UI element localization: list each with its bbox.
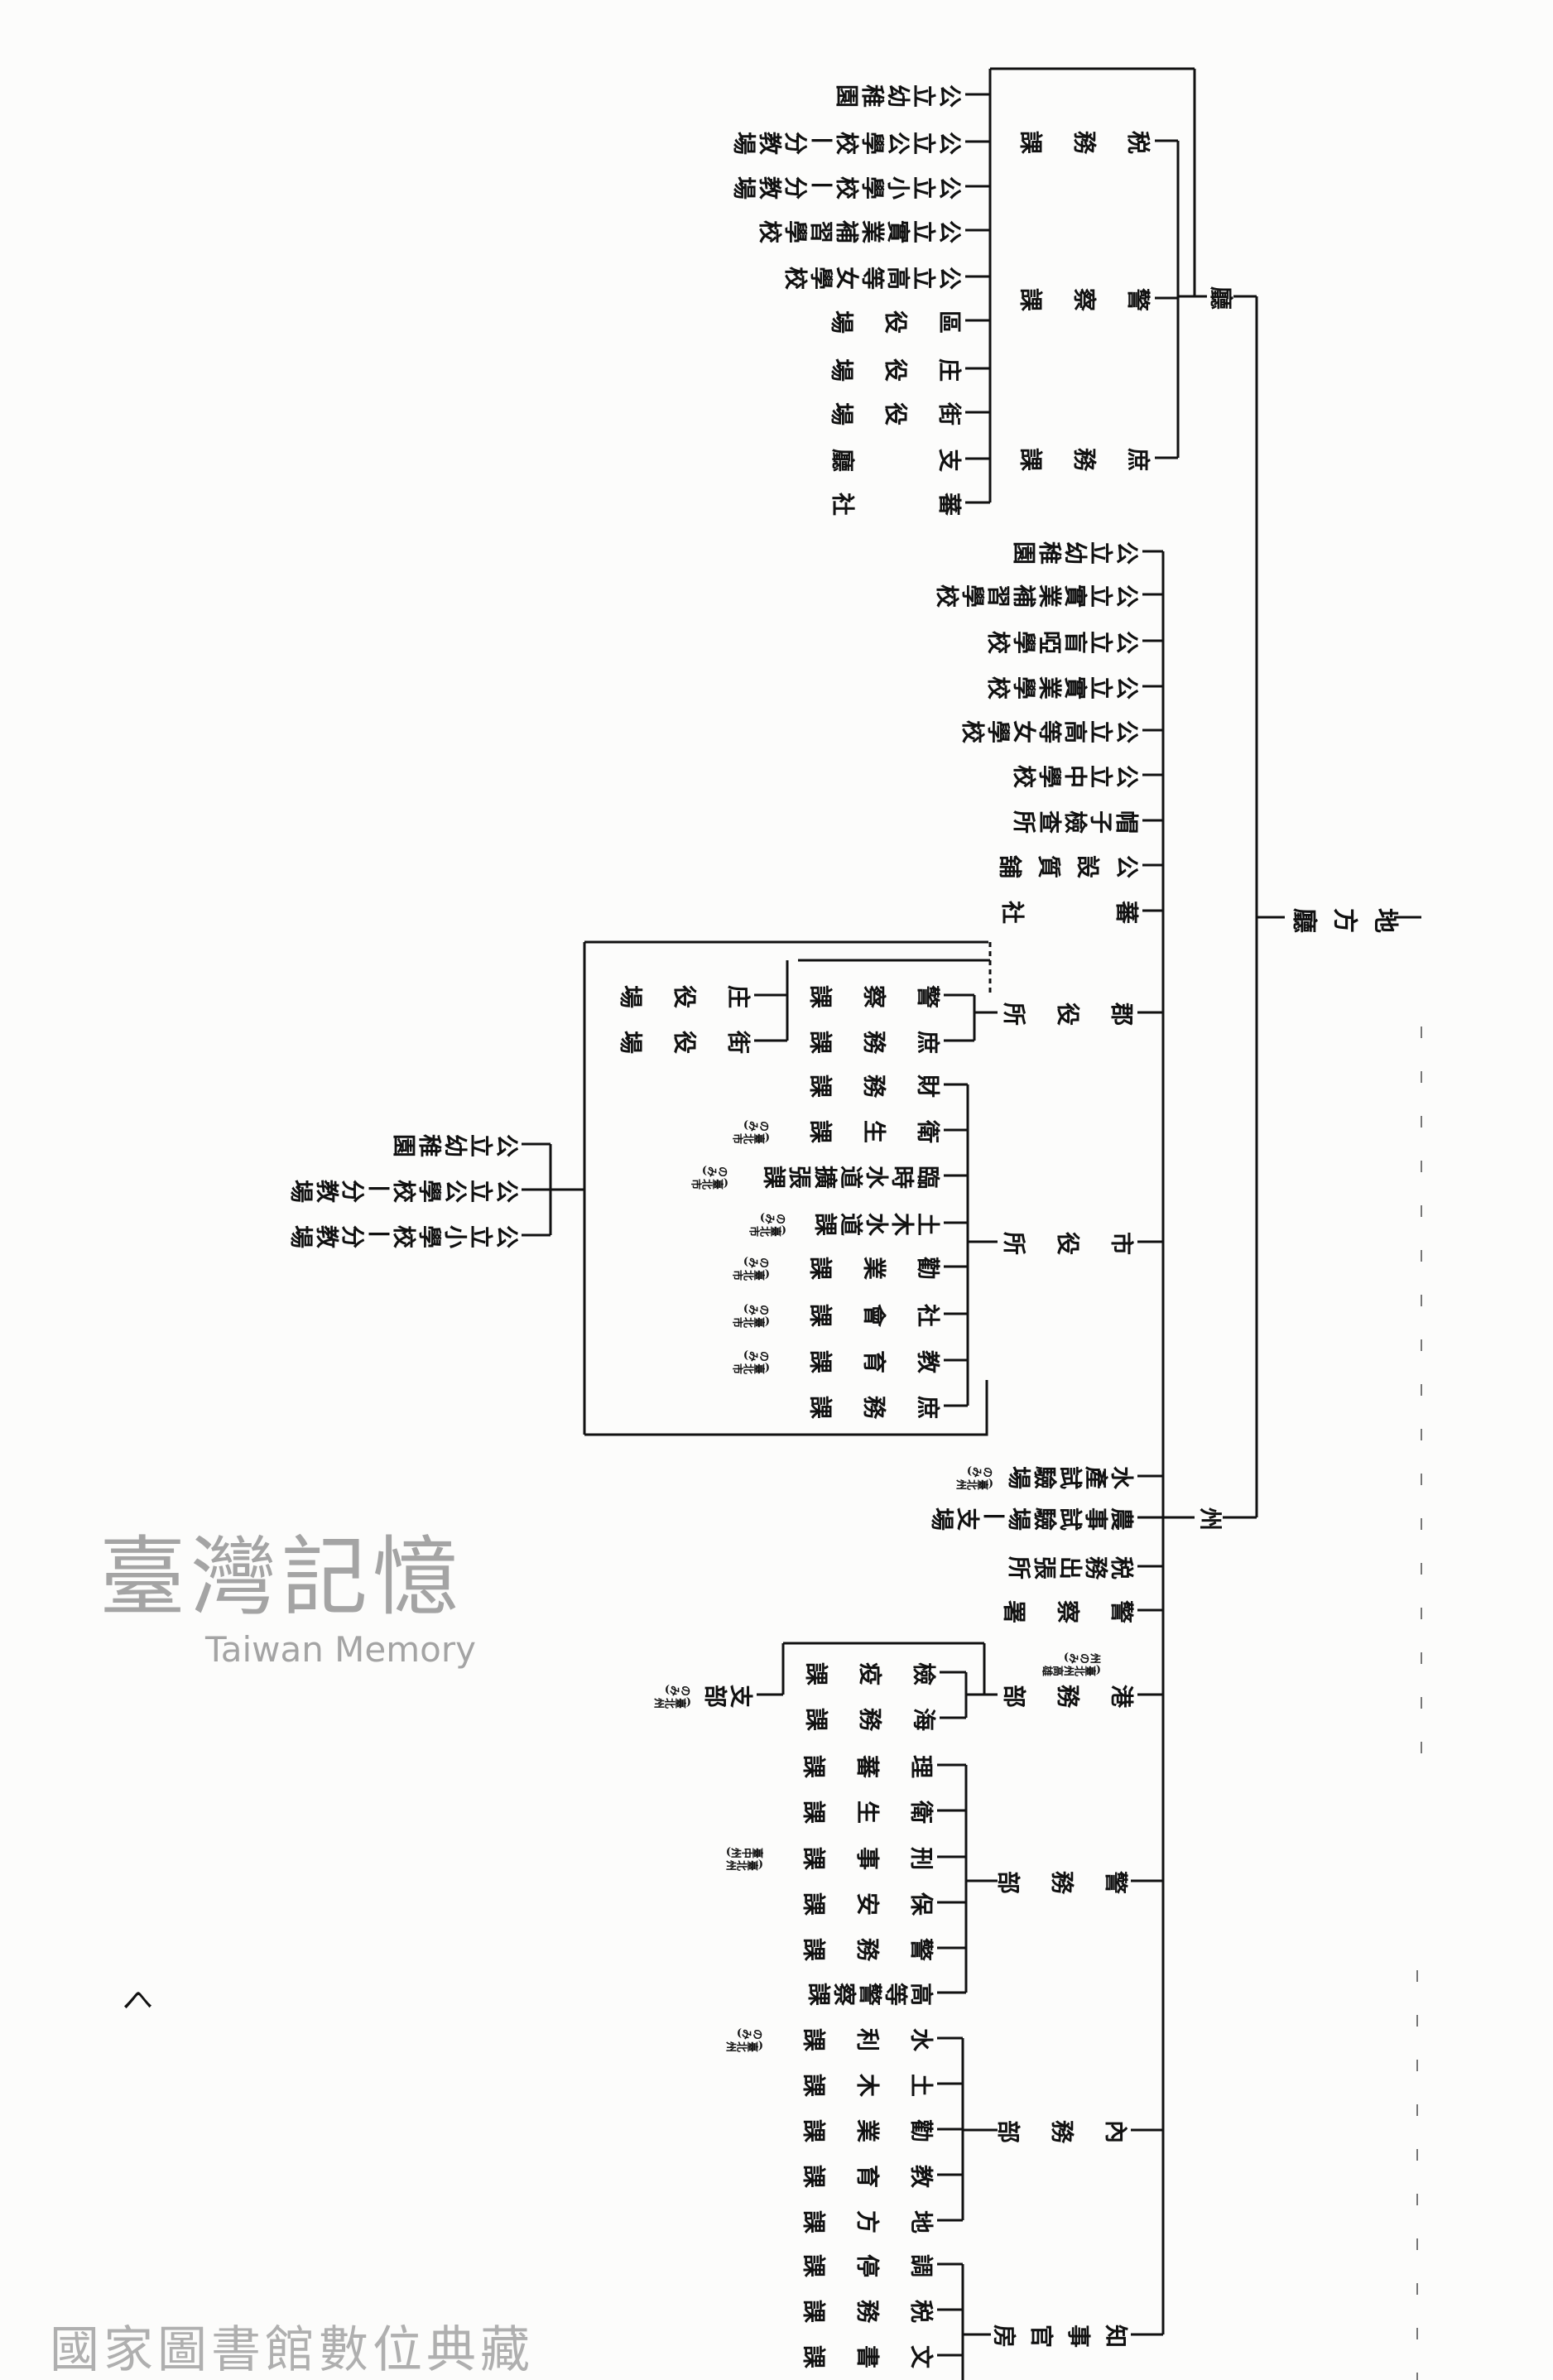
city-section: 衛生課 <box>779 1117 940 1144</box>
chiji-section: 税務課 <box>772 2296 934 2324</box>
cho-section: 警察課 <box>989 285 1151 312</box>
city-office-label: 市役所 <box>973 1228 1134 1256</box>
gun-school: 公立小學校—分教場 <box>288 1222 519 1249</box>
shu-unit: 蕃社 <box>911 897 1139 925</box>
shu-institution: 農事試驗場—支場 <box>929 1504 1134 1531</box>
naimubu-section: 教育課 <box>772 2161 934 2189</box>
gun-school: 公立公學校—分教場 <box>288 1176 519 1204</box>
shu-unit: 公立中學校 <box>1011 762 1139 789</box>
cho-unit: 街役場 <box>801 399 962 426</box>
shi-connector <box>944 1083 998 1407</box>
keimubu-note: (臺北州臺中州) <box>725 1845 763 1870</box>
naimubu-section: 土木課 <box>772 2070 934 2098</box>
kobu-section: 海務課 <box>775 1704 936 1732</box>
shu-unit: 公立幼稚園 <box>1011 538 1139 565</box>
naimubu-note: (臺北州のみ) <box>725 2027 763 2051</box>
cho-unit: 支廳 <box>748 445 962 473</box>
cho-unit: 區役場 <box>801 307 962 334</box>
naimubu-section: 水利課 <box>772 2025 934 2052</box>
city-section: 勸業課 <box>779 1253 940 1281</box>
gun-section: 庶務課 <box>779 1027 940 1055</box>
cho-unit: 蕃社 <box>748 489 962 517</box>
shu-unit: 公立盲啞學校 <box>985 627 1139 655</box>
cho-unit: 公立小學校—分教場 <box>731 173 962 200</box>
institution-note: (臺北州のみ) <box>955 1464 993 1489</box>
gun-section: 警察課 <box>779 982 940 1009</box>
cho-label: 廳 <box>1208 283 1233 310</box>
shu-unit: 公立實業補習學校 <box>934 581 1139 608</box>
watermark-logo: 臺灣記憶 <box>99 1527 464 1628</box>
shu-connector <box>1131 550 1257 2336</box>
city-section-note: (臺北市のみ) <box>732 1302 770 1327</box>
chiji-label: 知事官房 <box>979 2321 1128 2349</box>
gun-subunit: 庄役場 <box>589 982 751 1009</box>
city-section-note: (臺北市のみ) <box>732 1349 770 1373</box>
page-mark: く <box>118 1985 156 2017</box>
keimubu-section: 警務課 <box>772 1935 934 1962</box>
watermark-footer: 國家圖書館數位典藏 <box>50 2321 534 2379</box>
cho-unit: 公立公學校—分教場 <box>731 128 962 156</box>
shu-unit: 公立實業學校 <box>985 673 1139 700</box>
school-connector <box>522 1142 584 1237</box>
gun-subunit: 街役場 <box>589 1027 751 1055</box>
city-section: 臨時水道擴張課 <box>761 1162 940 1190</box>
city-section-note: (臺北市のみ) <box>732 1255 770 1280</box>
keimubu-connector <box>937 1763 998 1994</box>
kobu-connector <box>757 1642 998 1719</box>
chiji-connector <box>937 2262 991 2380</box>
gun-school: 公立幼稚園 <box>391 1131 519 1158</box>
city-section: 社會課 <box>779 1301 940 1328</box>
cho-unit: 庄役場 <box>801 355 962 382</box>
watermark-logo-english: Taiwan Memory <box>205 1629 476 1670</box>
keimubu-section: 刑事課 <box>772 1844 934 1871</box>
city-section: 財務課 <box>779 1071 940 1099</box>
gun-connector <box>754 959 998 1042</box>
naimubu-label: 內務部 <box>967 2117 1128 2144</box>
cho-section: 庶務課 <box>989 445 1151 472</box>
kobu-section: 檢疫課 <box>775 1659 936 1686</box>
chiji-section: 調停課 <box>772 2251 934 2278</box>
city-section-note: (臺北市のみ) <box>732 1118 770 1143</box>
keimubu-label: 警務部 <box>967 1868 1128 1895</box>
naimubu-section: 地方課 <box>772 2207 934 2234</box>
cho-unit: 公立實業補習學校 <box>757 217 962 244</box>
kobu-note: (臺北州高雄州のみ) <box>1041 1651 1101 1676</box>
trunk-connector <box>1255 296 1421 1517</box>
root-label: 地方廳 <box>1277 903 1399 932</box>
shu-unit: 帽子檢查所 <box>1011 807 1139 834</box>
keimubu-section: 保安課 <box>772 1889 934 1916</box>
shu-label: 州 <box>1197 1504 1223 1531</box>
cho-unit: 公立幼稚園 <box>834 81 962 108</box>
shu-institution: 税務出張所 <box>1006 1553 1134 1580</box>
kobu-label: 港務部 <box>973 1681 1134 1709</box>
city-section-note: (臺北市のみ) <box>690 1164 728 1189</box>
naimubu-section: 勸業課 <box>772 2116 934 2143</box>
naimubu-connector <box>937 2036 998 2222</box>
keimubu-section: 高等警察課 <box>805 1979 934 2007</box>
cho-connector <box>965 67 1257 504</box>
chiji-section: 文書課 <box>772 2342 934 2369</box>
margin-dashed-line <box>1416 1027 1422 2380</box>
kobu-branch-note: (臺北州のみ) <box>653 1683 691 1708</box>
city-section: 庶務課 <box>779 1392 940 1420</box>
city-section-note: (臺北市のみ) <box>748 1211 786 1236</box>
shu-institution: 水產試驗場 <box>1006 1463 1134 1490</box>
shu-unit: 公立高等女學校 <box>959 717 1139 744</box>
keimubu-section: 衛生課 <box>772 1797 934 1825</box>
city-section: 教育課 <box>779 1347 940 1374</box>
shu-unit: 公設質舖 <box>983 852 1139 879</box>
cho-section: 税務課 <box>989 127 1151 155</box>
kobu-branch: 支部 <box>702 1681 753 1709</box>
keimubu-section: 理蕃課 <box>772 1752 934 1779</box>
city-section: 土木水道課 <box>812 1209 940 1237</box>
shu-institution: 警察署 <box>973 1597 1134 1624</box>
gun-office-label: 郡役所 <box>973 999 1134 1027</box>
cho-unit: 公立高等女學校 <box>782 263 962 291</box>
